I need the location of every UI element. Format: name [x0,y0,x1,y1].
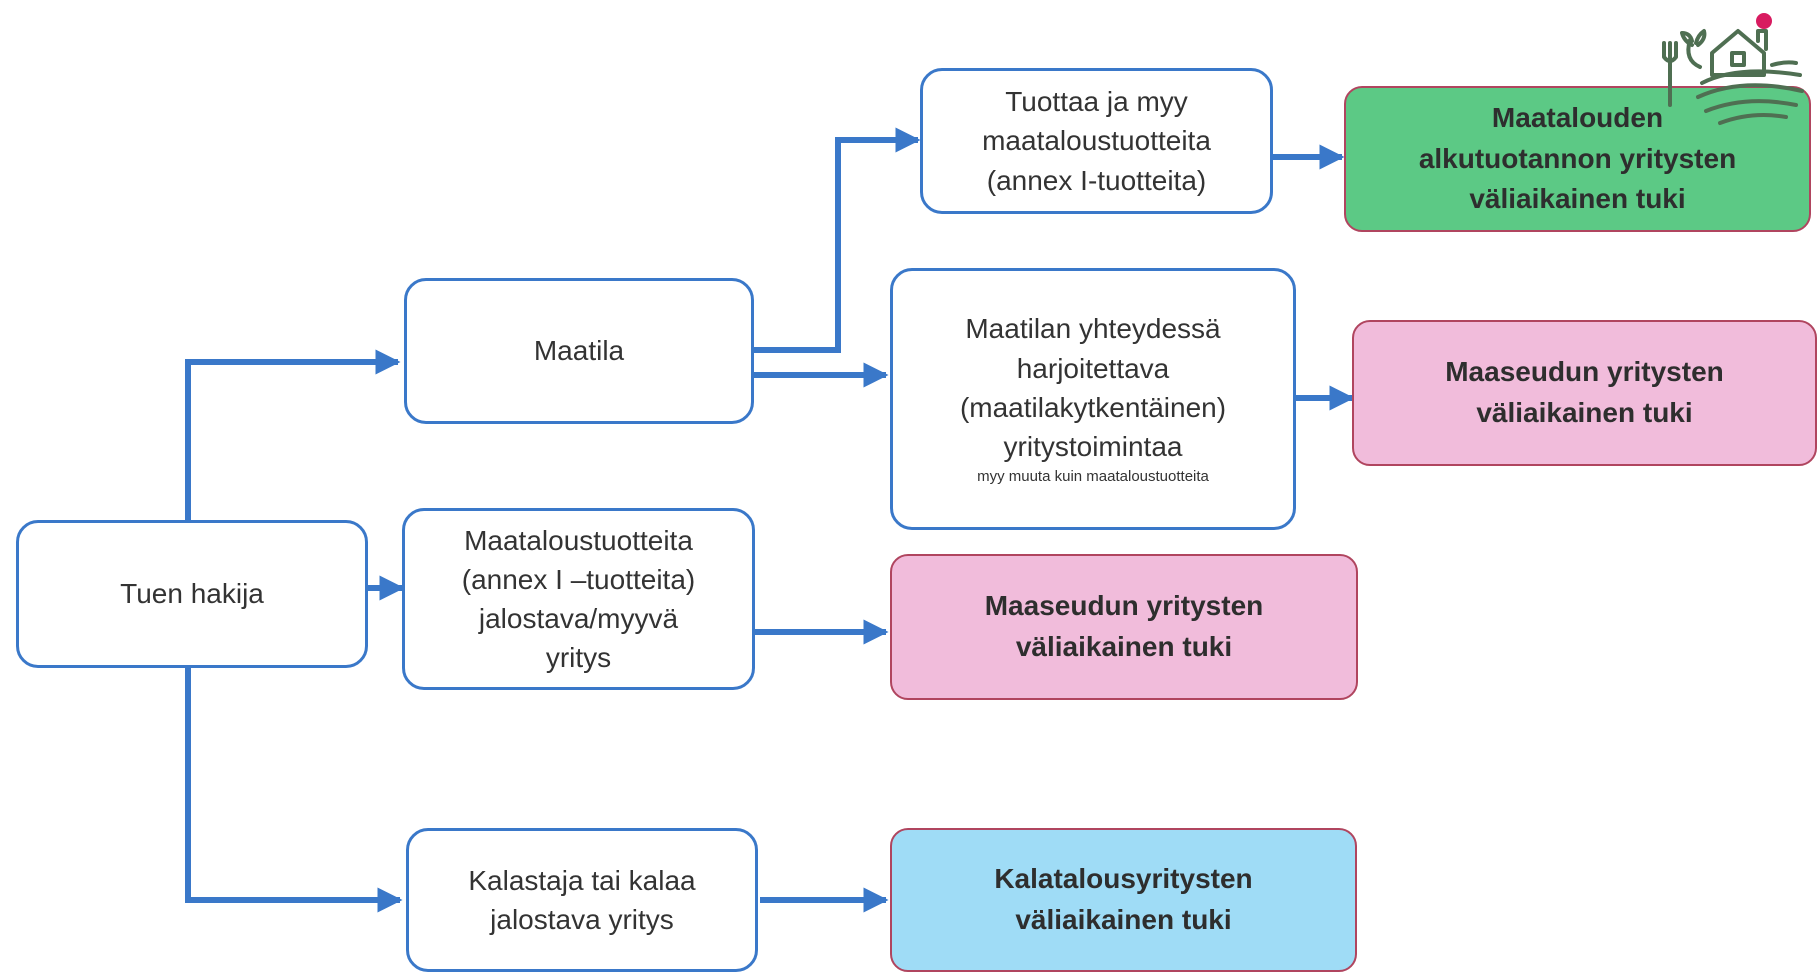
fisher-node: Kalastaja tai kalaa jalostava yritys [406,828,758,972]
connector-root-to-fisher [185,668,403,913]
farm-linked-node: Maatilan yhteydessä harjoitettava (maati… [890,268,1296,530]
processor-node: Maataloustuotteita (annex I –tuotteita) … [402,508,755,690]
applicant-label: Tuen hakija [120,578,264,610]
maatila-node: Maatila [404,278,754,424]
rural-logo-icon [1662,13,1804,125]
processor-label: Maataloustuotteita (annex I –tuotteita) … [461,524,696,674]
outcome-agri: Maatalouden alkutuotannon yritysten väli… [1344,86,1811,232]
outcome-fish: Kalatalousyritysten väliaikainen tuki [890,828,1357,972]
applicant-node: Tuen hakija [16,520,368,668]
farm-linked-label: Maatilan yhteydessä harjoitettava (maati… [959,313,1227,462]
outcome-rural-a: Maaseudun yritysten väliaikainen tuki [1352,320,1817,466]
outcome-agri-label: Maatalouden alkutuotannon yritysten väli… [1418,102,1737,215]
outcome-fish-label: Kalatalousyritysten väliaikainen tuki [994,863,1253,935]
primary-production-node: Tuottaa ja myy maataloustuotteita (annex… [920,68,1273,214]
fisher-label: Kalastaja tai kalaa jalostava yritys [468,864,696,935]
outcome-rural-a-label: Maaseudun yritysten väliaikainen tuki [1445,356,1724,428]
connector-root-to-maatila [185,349,401,520]
outcome-rural-b-label: Maaseudun yritysten väliaikainen tuki [984,590,1264,662]
farm-linked-note: myy muuta kuin maataloustuotteita [977,468,1209,486]
connector-maatila-to-primary [752,127,921,353]
primary-production-label: Tuottaa ja myy maataloustuotteita (annex… [982,86,1211,196]
outcome-rural-b: Maaseudun yritysten väliaikainen tuki [890,554,1358,700]
maatila-label: Maatila [533,335,625,367]
